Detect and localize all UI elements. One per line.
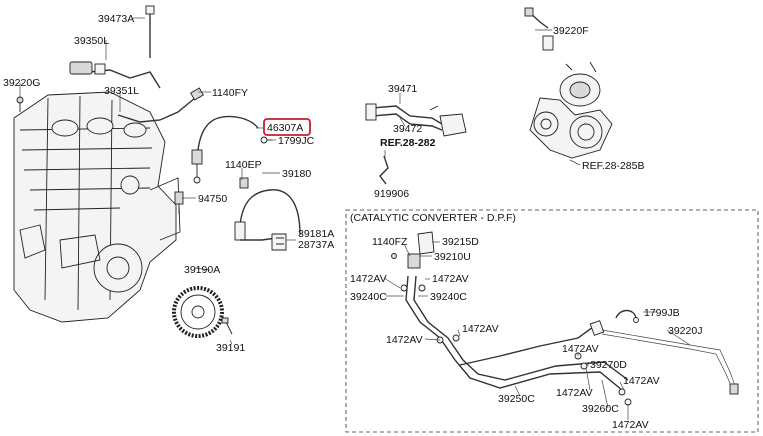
label-1799JB[interactable]: 1799JB (644, 307, 680, 319)
label-1472AV-b[interactable]: 1472AV (432, 273, 469, 285)
label-1472AV-a[interactable]: 1472AV (350, 273, 387, 285)
engine-block (13, 91, 181, 323)
turbocharger (524, 7, 613, 159)
label-39220G[interactable]: 39220G (3, 77, 40, 89)
label-39190A[interactable]: 39190A (184, 264, 220, 276)
box-title: (CATALYTIC CONVERTER - D.P.F) (350, 212, 516, 224)
speed-sensor-46307A (191, 115, 272, 184)
label-39220F[interactable]: 39220F (553, 25, 589, 37)
label-ref-28-285B[interactable]: REF.28-285B (582, 160, 644, 172)
label-1472AV-d[interactable]: 1472AV (462, 323, 499, 335)
part-labels: 39473A 39350L 39220G 39351L 1140FY 46307… (3, 13, 702, 431)
bolt-39191 (221, 317, 233, 335)
label-39351L[interactable]: 39351L (104, 85, 139, 97)
label-39180[interactable]: 39180 (282, 168, 311, 180)
label-39215D[interactable]: 39215D (442, 236, 479, 248)
label-39240C-b[interactable]: 39240C (430, 291, 467, 303)
label-1140EP[interactable]: 1140EP (225, 159, 262, 171)
label-39350L[interactable]: 39350L (74, 35, 109, 47)
label-39250C[interactable]: 39250C (498, 393, 535, 405)
clip-919906 (379, 155, 389, 185)
label-1472AV-g[interactable]: 1472AV (623, 375, 660, 387)
dpf-sensor-39215D (391, 231, 435, 269)
catalytic-converter-box (345, 209, 759, 433)
dpf-sensor-line-39220J (601, 309, 739, 395)
label-39260C[interactable]: 39260C (582, 403, 619, 415)
label-1472AV-f[interactable]: 1472AV (556, 387, 593, 399)
sensor-harness-39350L (69, 5, 161, 89)
label-1472AV-c[interactable]: 1472AV (386, 334, 423, 346)
label-39472[interactable]: 39472 (393, 123, 422, 135)
ref-28-282[interactable]: REF.28-282 (380, 137, 436, 149)
bracket-39181A (271, 233, 287, 251)
egr-pipe-39471 (365, 103, 467, 137)
label-39240C-a[interactable]: 39240C (350, 291, 387, 303)
label-46307A[interactable]: 46307A (267, 122, 303, 134)
label-1472AV-e[interactable]: 1472AV (562, 343, 599, 355)
bolt-39220G (16, 96, 24, 112)
label-39473A[interactable]: 39473A (98, 13, 134, 25)
highlight-46307A (263, 118, 311, 136)
label-1472AV-h[interactable]: 1472AV (612, 419, 649, 431)
leader-lines (19, 17, 691, 420)
sensor-harness-39180 (234, 177, 301, 241)
label-1799JC[interactable]: 1799JC (278, 135, 315, 147)
label-1140FY[interactable]: 1140FY (212, 87, 248, 99)
egt-sensor-39351L (117, 87, 204, 123)
label-39181A[interactable]: 39181A (298, 228, 334, 240)
label-94750[interactable]: 94750 (198, 193, 227, 205)
label-39270D[interactable]: 39270D (590, 359, 627, 371)
label-919906[interactable]: 919906 (374, 188, 409, 200)
target-wheel-39190A (172, 286, 224, 338)
label-1140FZ[interactable]: 1140FZ (372, 236, 408, 248)
label-39220J[interactable]: 39220J (668, 325, 702, 337)
label-39471[interactable]: 39471 (388, 83, 417, 95)
label-39191[interactable]: 39191 (216, 342, 245, 354)
label-39210U[interactable]: 39210U (434, 251, 471, 263)
label-28737A[interactable]: 28737A (298, 239, 334, 251)
